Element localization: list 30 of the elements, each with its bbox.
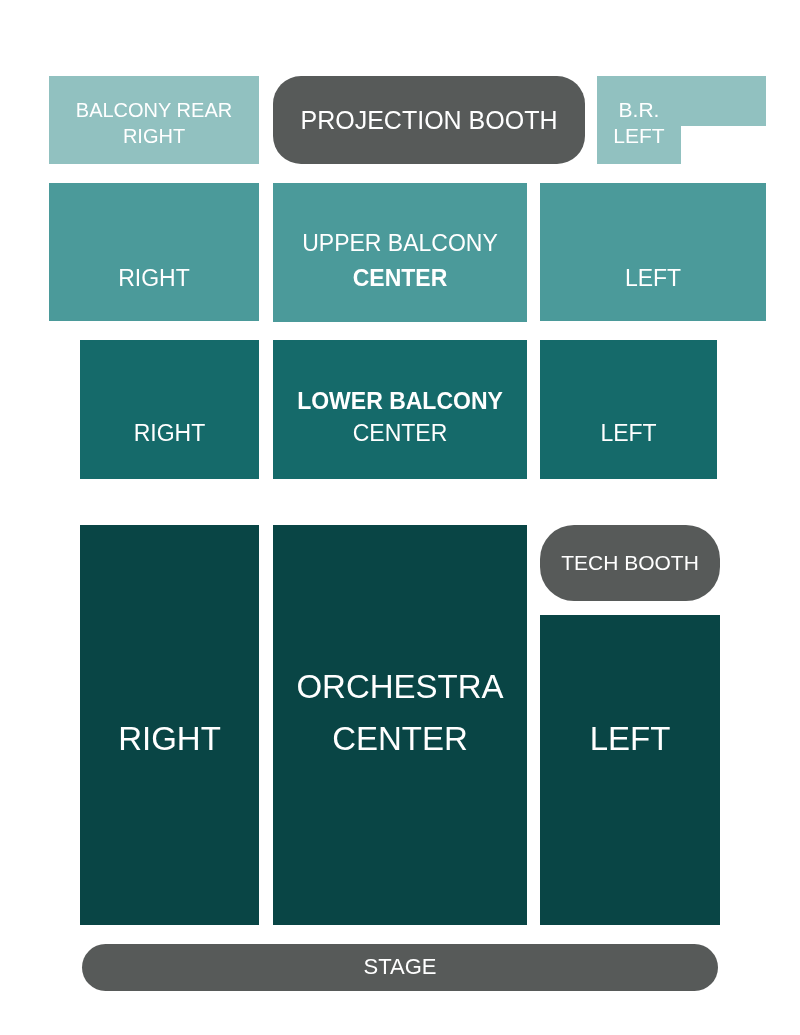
section-label: LEFT bbox=[624, 264, 682, 293]
section-label: RIGHT bbox=[133, 419, 206, 448]
seating-section bbox=[273, 340, 527, 479]
seating-section bbox=[80, 525, 259, 925]
seating-section bbox=[540, 183, 766, 321]
booth-block bbox=[273, 76, 585, 164]
seating-section bbox=[49, 183, 259, 321]
section-label: LEFT bbox=[600, 419, 657, 448]
seating-section bbox=[597, 76, 766, 164]
seating-section bbox=[273, 525, 527, 925]
section-label: RIGHT bbox=[118, 719, 221, 759]
section-label: PROJECTION BOOTH bbox=[300, 105, 558, 135]
section-label: ORCHESTRA CENTER bbox=[295, 667, 505, 759]
section-label: STAGE bbox=[363, 954, 437, 980]
section-label: LOWER BALCONY bbox=[297, 387, 503, 416]
seating-section bbox=[49, 76, 259, 164]
section-label: UPPER BALCONY bbox=[302, 229, 498, 258]
section-label: CENTER bbox=[352, 419, 448, 448]
seating-section bbox=[540, 340, 717, 479]
section-label: BALCONY REAR RIGHT bbox=[74, 98, 234, 149]
section-label: B.R. LEFT bbox=[612, 97, 666, 149]
stage-block bbox=[82, 944, 718, 991]
booth-block bbox=[540, 525, 720, 601]
section-label: LEFT bbox=[589, 719, 671, 759]
section-label: CENTER bbox=[352, 264, 448, 293]
seating-section bbox=[80, 340, 259, 479]
seating-section bbox=[273, 183, 527, 322]
section-label: RIGHT bbox=[118, 264, 190, 293]
seating-section bbox=[540, 615, 720, 925]
section-label: TECH BOOTH bbox=[561, 550, 699, 576]
